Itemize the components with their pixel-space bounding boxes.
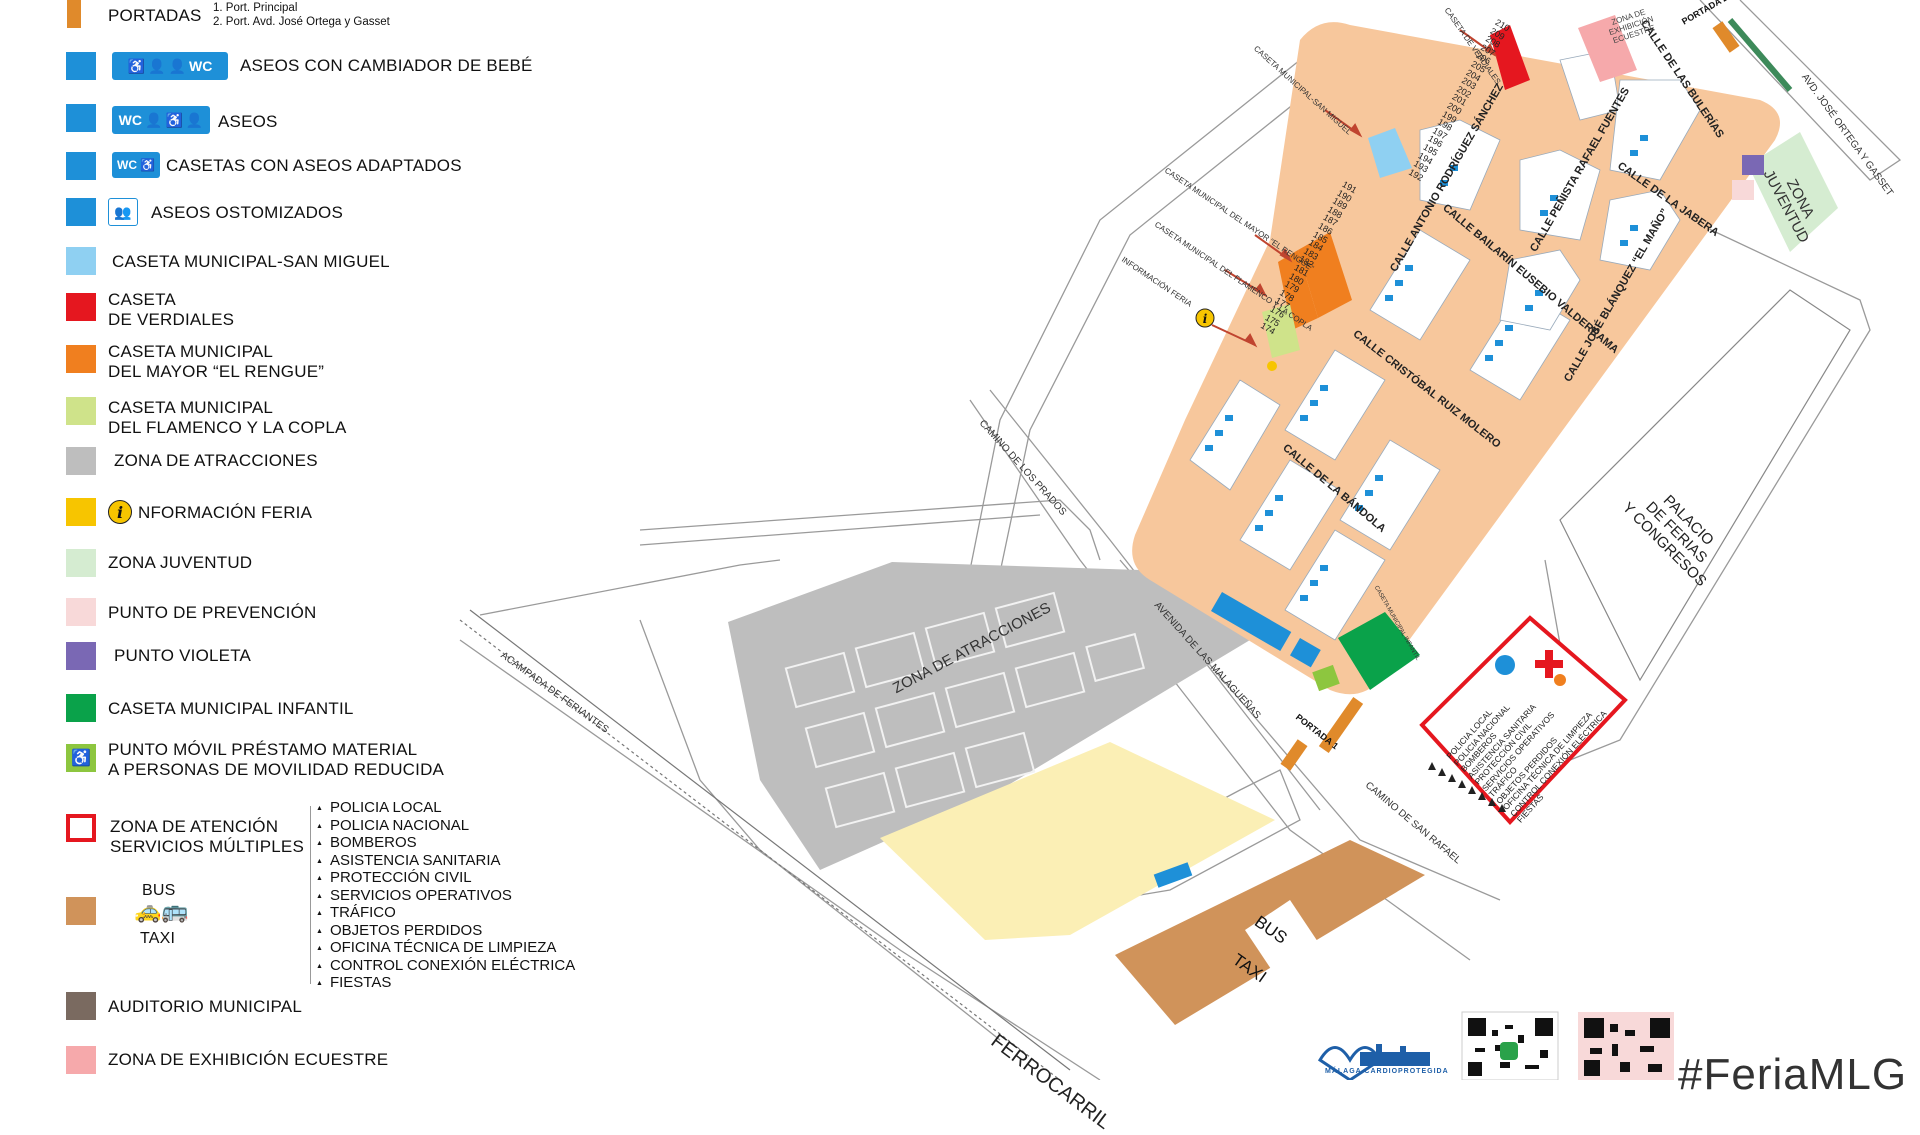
legend-swatch-san-miguel bbox=[66, 247, 96, 275]
zona-atencion-box bbox=[1419, 615, 1628, 825]
ecuestre-area bbox=[1578, 15, 1637, 82]
legend-casetas-adaptados: CASETAS CON ASEOS ADAPTADOS bbox=[166, 156, 462, 175]
wc-icon: WC👤♿👤 bbox=[112, 106, 210, 134]
ortega-gasset-line bbox=[1727, 18, 1793, 92]
wc-markers bbox=[1205, 135, 1648, 601]
legend-aseos: ASEOS bbox=[218, 112, 278, 131]
legend-caseta-infantil: CASETA MUNICIPAL INFANTIL bbox=[108, 699, 354, 718]
qr-pattern-2 bbox=[1584, 1018, 1670, 1076]
punto-prevencion-marker bbox=[1732, 180, 1754, 200]
svg-text:i: i bbox=[1203, 312, 1208, 326]
legend-swatch-juventud bbox=[66, 549, 96, 577]
legend-punto-prevencion: PUNTO DE PREVENCIÓN bbox=[108, 603, 317, 622]
callout-arrows bbox=[1211, 29, 1498, 348]
legend-swatch-rengue bbox=[66, 345, 96, 373]
baby-changing-wc-icon: ♿👤👤WC bbox=[112, 52, 228, 80]
legend-swatch-flamenco bbox=[66, 397, 96, 425]
legend-zona-atencion: ZONA DE ATENCIÓN SERVICIOS MÚLTIPLES bbox=[110, 817, 305, 856]
yellow-area bbox=[880, 742, 1275, 940]
legend-caseta-san-miguel: CASETA MUNICIPAL-SAN MIGUEL bbox=[112, 252, 390, 271]
legend-punto-violeta: PUNTO VIOLETA bbox=[114, 646, 252, 665]
legend-taxi-label: TAXI bbox=[140, 930, 176, 947]
logo-text: MÁLAGA CARDIOPROTEGIDA bbox=[1325, 1068, 1449, 1075]
legend: PORTADAS 1. Port. Principal 2. Port. Avd… bbox=[0, 0, 600, 1080]
legend-swatch-atencion bbox=[66, 814, 96, 842]
legend-swatch-infantil bbox=[66, 694, 96, 722]
legend-punto-movil: PUNTO MÓVIL PRÉSTAMO MATERIAL A PERSONAS… bbox=[108, 740, 445, 779]
legend-swatch-ostomizados bbox=[66, 198, 96, 226]
legend-swatch-movil: ♿ bbox=[66, 744, 96, 772]
legend-swatch-adaptados bbox=[66, 152, 96, 180]
info-feria-marker bbox=[1195, 308, 1215, 328]
bus-taxi-map-icon bbox=[1245, 900, 1330, 990]
portada-1-base bbox=[1280, 739, 1308, 771]
legend-services-list: POLICIA LOCAL POLICIA NACIONAL BOMBEROS … bbox=[316, 799, 575, 993]
caseta-flamenco-area bbox=[1262, 304, 1300, 358]
punto-movil-marker bbox=[1312, 664, 1340, 692]
qr-pattern-1 bbox=[1468, 1018, 1553, 1076]
services-triangles bbox=[1428, 762, 1506, 812]
legend-swatch-aseos-cambiador bbox=[66, 52, 96, 80]
atracciones-rides bbox=[784, 591, 1146, 829]
entrance-wc-icons bbox=[1211, 591, 1321, 668]
legend-zona-atracciones: ZONA DE ATRACCIONES bbox=[114, 451, 318, 470]
legend-caseta-verdiales: CASETA DE VERDIALES bbox=[108, 290, 235, 329]
legend-swatch-violeta bbox=[66, 642, 96, 670]
wc-yellow-zone bbox=[1153, 862, 1193, 888]
legend-aseos-ostomizados: ASEOS OSTOMIZADOS bbox=[151, 203, 344, 222]
legend-portadas-items: 1. Port. Principal 2. Port. Avd. José Or… bbox=[213, 2, 390, 28]
legend-portadas: PORTADAS bbox=[108, 6, 202, 25]
caseta-verdiales-area bbox=[1490, 25, 1530, 90]
accessible-wc-icon: WC♿ bbox=[112, 152, 160, 178]
legend-swatch-ecuestre bbox=[66, 1046, 96, 1074]
legend-swatch-atracciones bbox=[66, 447, 96, 475]
malaga-cardioprotegida-logo bbox=[1317, 1044, 1430, 1080]
bus-taxi-icon: 🚕🚌 bbox=[134, 898, 189, 923]
legend-zona-juventud: ZONA JUVENTUD bbox=[108, 553, 253, 572]
portada-2-marker bbox=[1712, 21, 1740, 53]
feria-hashtag: #FeriaMLG bbox=[1678, 1050, 1908, 1099]
legend-auditorio: AUDITORIO MUNICIPAL bbox=[108, 997, 302, 1016]
services-list-divider bbox=[310, 806, 311, 984]
legend-exhibicion-ecuestre: ZONA DE EXHIBICIÓN ECUESTRE bbox=[108, 1050, 389, 1069]
portada-legend-marker bbox=[67, 0, 81, 28]
legend-swatch-prevencion bbox=[66, 598, 96, 626]
ostomy-wc-icon: 👥 bbox=[108, 198, 138, 226]
zona-juventud-area bbox=[1748, 132, 1838, 252]
caseta-infantil-area bbox=[1338, 612, 1420, 690]
legend-swatch-verdiales bbox=[66, 293, 96, 321]
legend-bus-label: BUS bbox=[142, 882, 176, 899]
railway bbox=[459, 609, 1071, 1080]
palacio-ferias-outline bbox=[1559, 289, 1851, 682]
portada-1-marker bbox=[1318, 696, 1364, 754]
legend-aseos-cambiador: ASEOS CON CAMBIADOR DE BEBÉ bbox=[240, 56, 533, 75]
legend-swatch-auditorio bbox=[66, 992, 96, 1020]
punto-violeta-marker bbox=[1742, 155, 1764, 175]
legend-swatch-aseos bbox=[66, 104, 96, 132]
legend-swatch-bus-taxi bbox=[66, 897, 96, 925]
fair-map: i bbox=[67, 0, 1902, 1080]
info-feria-marker-small bbox=[1267, 361, 1277, 371]
legend-informacion: NFORMACIÓN FERIA bbox=[138, 503, 313, 522]
caseta-rengue-area bbox=[1298, 232, 1352, 318]
caseta-san-miguel-area bbox=[1368, 128, 1412, 178]
legend-swatch-informacion bbox=[66, 498, 96, 526]
legend-caseta-rengue: CASETA MUNICIPAL DEL MAYOR “EL RENGUE” bbox=[108, 342, 325, 381]
legend-caseta-flamenco: CASETA MUNICIPAL DEL FLAMENCO Y LA COPLA bbox=[108, 398, 347, 437]
info-icon: i bbox=[108, 500, 132, 524]
